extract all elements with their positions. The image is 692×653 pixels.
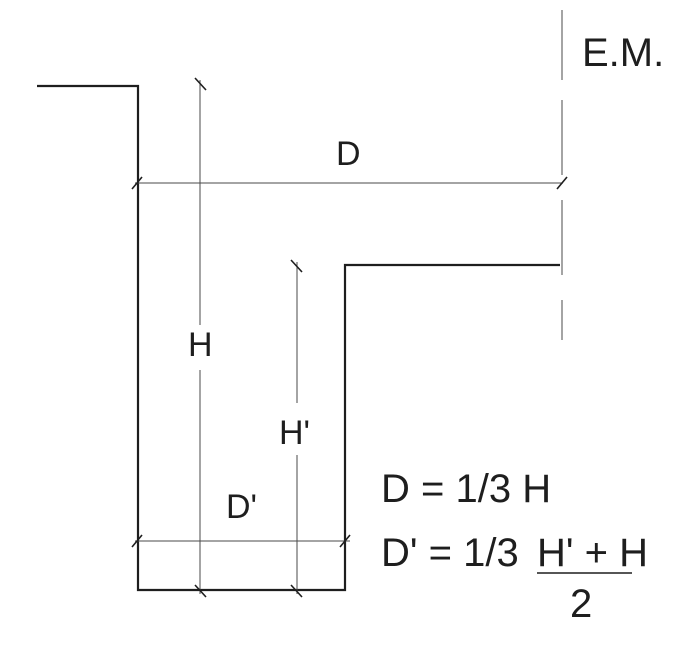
dimension-h (194, 77, 207, 598)
formula-d: D = 1/3 H (381, 467, 551, 511)
formula-numerator: H' + H (537, 531, 648, 575)
d-prime-label: D' (226, 488, 257, 526)
dimension-h-prime (290, 259, 303, 598)
profile-outline (37, 84, 560, 592)
formula-denominator: 2 (570, 582, 592, 626)
axis-label: E.M. (582, 31, 664, 75)
h-prime-label: H' (279, 414, 310, 452)
dimension-d-prime (131, 534, 351, 548)
formula-d-prime-prefix: D' = 1/3 (381, 531, 519, 575)
h-label: H (188, 326, 213, 364)
dimension-d (131, 176, 568, 190)
d-label: D (336, 135, 361, 173)
